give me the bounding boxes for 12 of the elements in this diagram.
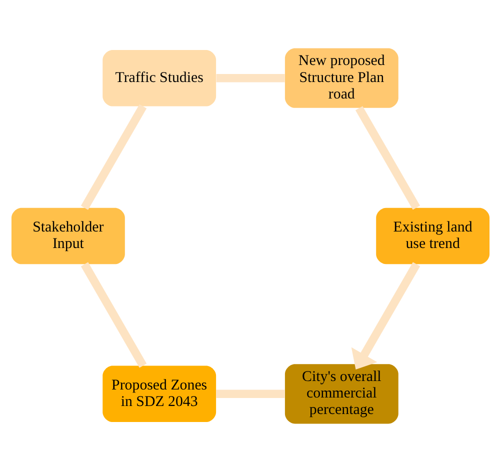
node-box: Proposed Zones in SDZ 2043 xyxy=(102,366,216,422)
connector xyxy=(216,74,285,82)
node-box: Traffic Studies xyxy=(102,50,216,106)
arrow xyxy=(351,262,420,370)
node-box: City's overall commercial percentage xyxy=(284,364,398,424)
connector xyxy=(80,262,147,368)
node-box: New proposed Structure Plan road xyxy=(284,48,398,108)
connector xyxy=(80,104,147,210)
node-box: Existing land use trend xyxy=(376,208,490,264)
connector xyxy=(216,390,285,398)
connector xyxy=(355,106,420,210)
node-box: Stakeholder Input xyxy=(11,208,125,264)
